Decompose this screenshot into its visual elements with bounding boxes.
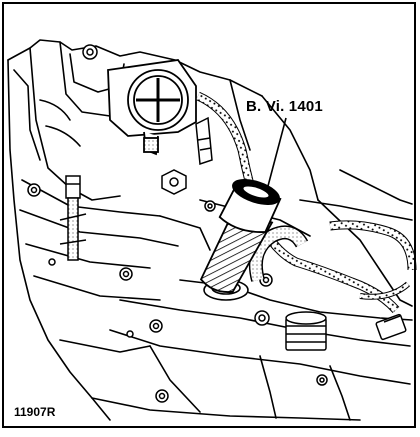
sensor — [195, 116, 213, 166]
bolt — [48, 258, 56, 266]
housing-left-edge — [7, 59, 111, 421]
bolt — [126, 330, 134, 338]
inspection-cover — [107, 59, 197, 156]
label-leader-line — [267, 117, 287, 187]
dipstick — [59, 175, 87, 261]
figure-number: 11907R — [14, 405, 56, 419]
threaded-plug — [285, 311, 327, 351]
special-tool — [199, 179, 282, 293]
hex-nut — [161, 169, 187, 195]
housing-top-outline — [7, 39, 263, 97]
connector — [375, 313, 407, 341]
tool-reference-label: B. Vi. 1401 — [246, 98, 323, 115]
figure-frame — [2, 2, 416, 428]
hose — [248, 225, 309, 282]
